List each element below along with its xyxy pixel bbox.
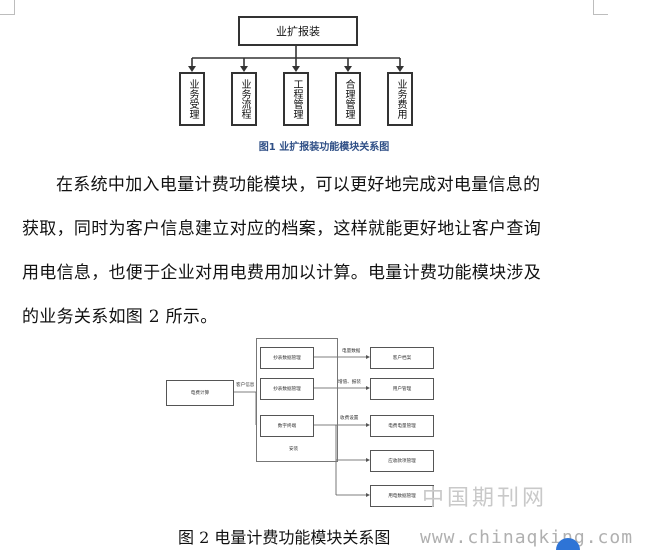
figure-1-child-box: 业务流程: [231, 72, 257, 126]
figure-2-caption: 图 2 电量计费功能模块关系图: [178, 528, 391, 547]
figure-2-inner-box: 抄表数据管理: [260, 347, 314, 369]
page-corner-mark: [0, 0, 15, 15]
watermark-url: www.chinaqking.com: [420, 527, 634, 548]
figure-2-edge-label: 收费设置: [340, 416, 359, 421]
paragraph-line: 获取，同时为客户信息建立对应的档案，这样就能更好地让客户查询: [22, 219, 541, 239]
figure-1-caption: 图1 业扩报装功能模块关系图: [258, 142, 390, 153]
figure-2-right-box: 客户档案: [370, 347, 434, 369]
figure-1-child-box: 业务费用: [387, 72, 413, 126]
watermark-site-name: 中国期刊网: [422, 486, 548, 511]
figure-2-diagram: 电费计算 安装 抄表数据管理 抄表数据管理 数字终端 客户档案 用户管理 电费电…: [160, 330, 460, 530]
figure-1-child-label: 业务费用: [395, 79, 406, 119]
body-paragraph: 在系统中加入电量计费功能模块，可以更好地完成对电量信息的 获取，同时为客户信息建…: [22, 163, 592, 339]
figure-1-root-box: 业扩报装: [238, 16, 358, 46]
figure-1-child-label: 业务流程: [239, 79, 250, 119]
figure-1-child-label: 合理管理: [343, 79, 354, 119]
figure-1-child-box: 合理管理: [335, 72, 361, 126]
figure-1-connectors: [188, 46, 404, 72]
paragraph-line: 用电信息，也便于企业对用电费用加以计算。电量计费功能模块涉及: [22, 263, 541, 283]
figure-2-right-box: 电费电量管理: [370, 415, 434, 437]
figure-1-child-box: 工程管理: [283, 72, 309, 126]
figure-2-right-box: 用户管理: [370, 378, 434, 400]
figure-2-container-label: 安装: [289, 447, 299, 452]
figure-2-edge-label: 电量数据: [342, 349, 361, 354]
figure-2-right-box: 应收款项管理: [370, 450, 434, 472]
figure-1-child-label: 业务受理: [187, 79, 198, 119]
paragraph-line: 在系统中加入电量计费功能模块，可以更好地完成对电量信息的: [56, 175, 541, 195]
figure-2-edge-label: 客户信息: [236, 383, 255, 388]
figure-1-diagram: 业扩报装 业务受理 业务流程 工程管理 合理管理 业务费用: [170, 12, 430, 134]
figure-2-inner-box: 数字终端: [260, 415, 314, 437]
figure-2-connectors: [230, 355, 370, 497]
page-corner-mark: [593, 0, 608, 15]
figure-2-right-box: 用电数据管理: [370, 485, 434, 507]
figure-2-inner-box: 抄表数据管理: [260, 378, 314, 400]
watermark-logo-icon: [556, 538, 580, 550]
figure-2-left-box: 电费计算: [166, 380, 234, 406]
figure-2-container: [256, 338, 338, 462]
figure-1-child-box: 业务受理: [179, 72, 205, 126]
paragraph-line: 的业务关系如图 2 所示。: [22, 307, 218, 327]
figure-2-edge-label: 增值、报装: [338, 380, 361, 385]
figure-1-child-label: 工程管理: [291, 79, 302, 119]
